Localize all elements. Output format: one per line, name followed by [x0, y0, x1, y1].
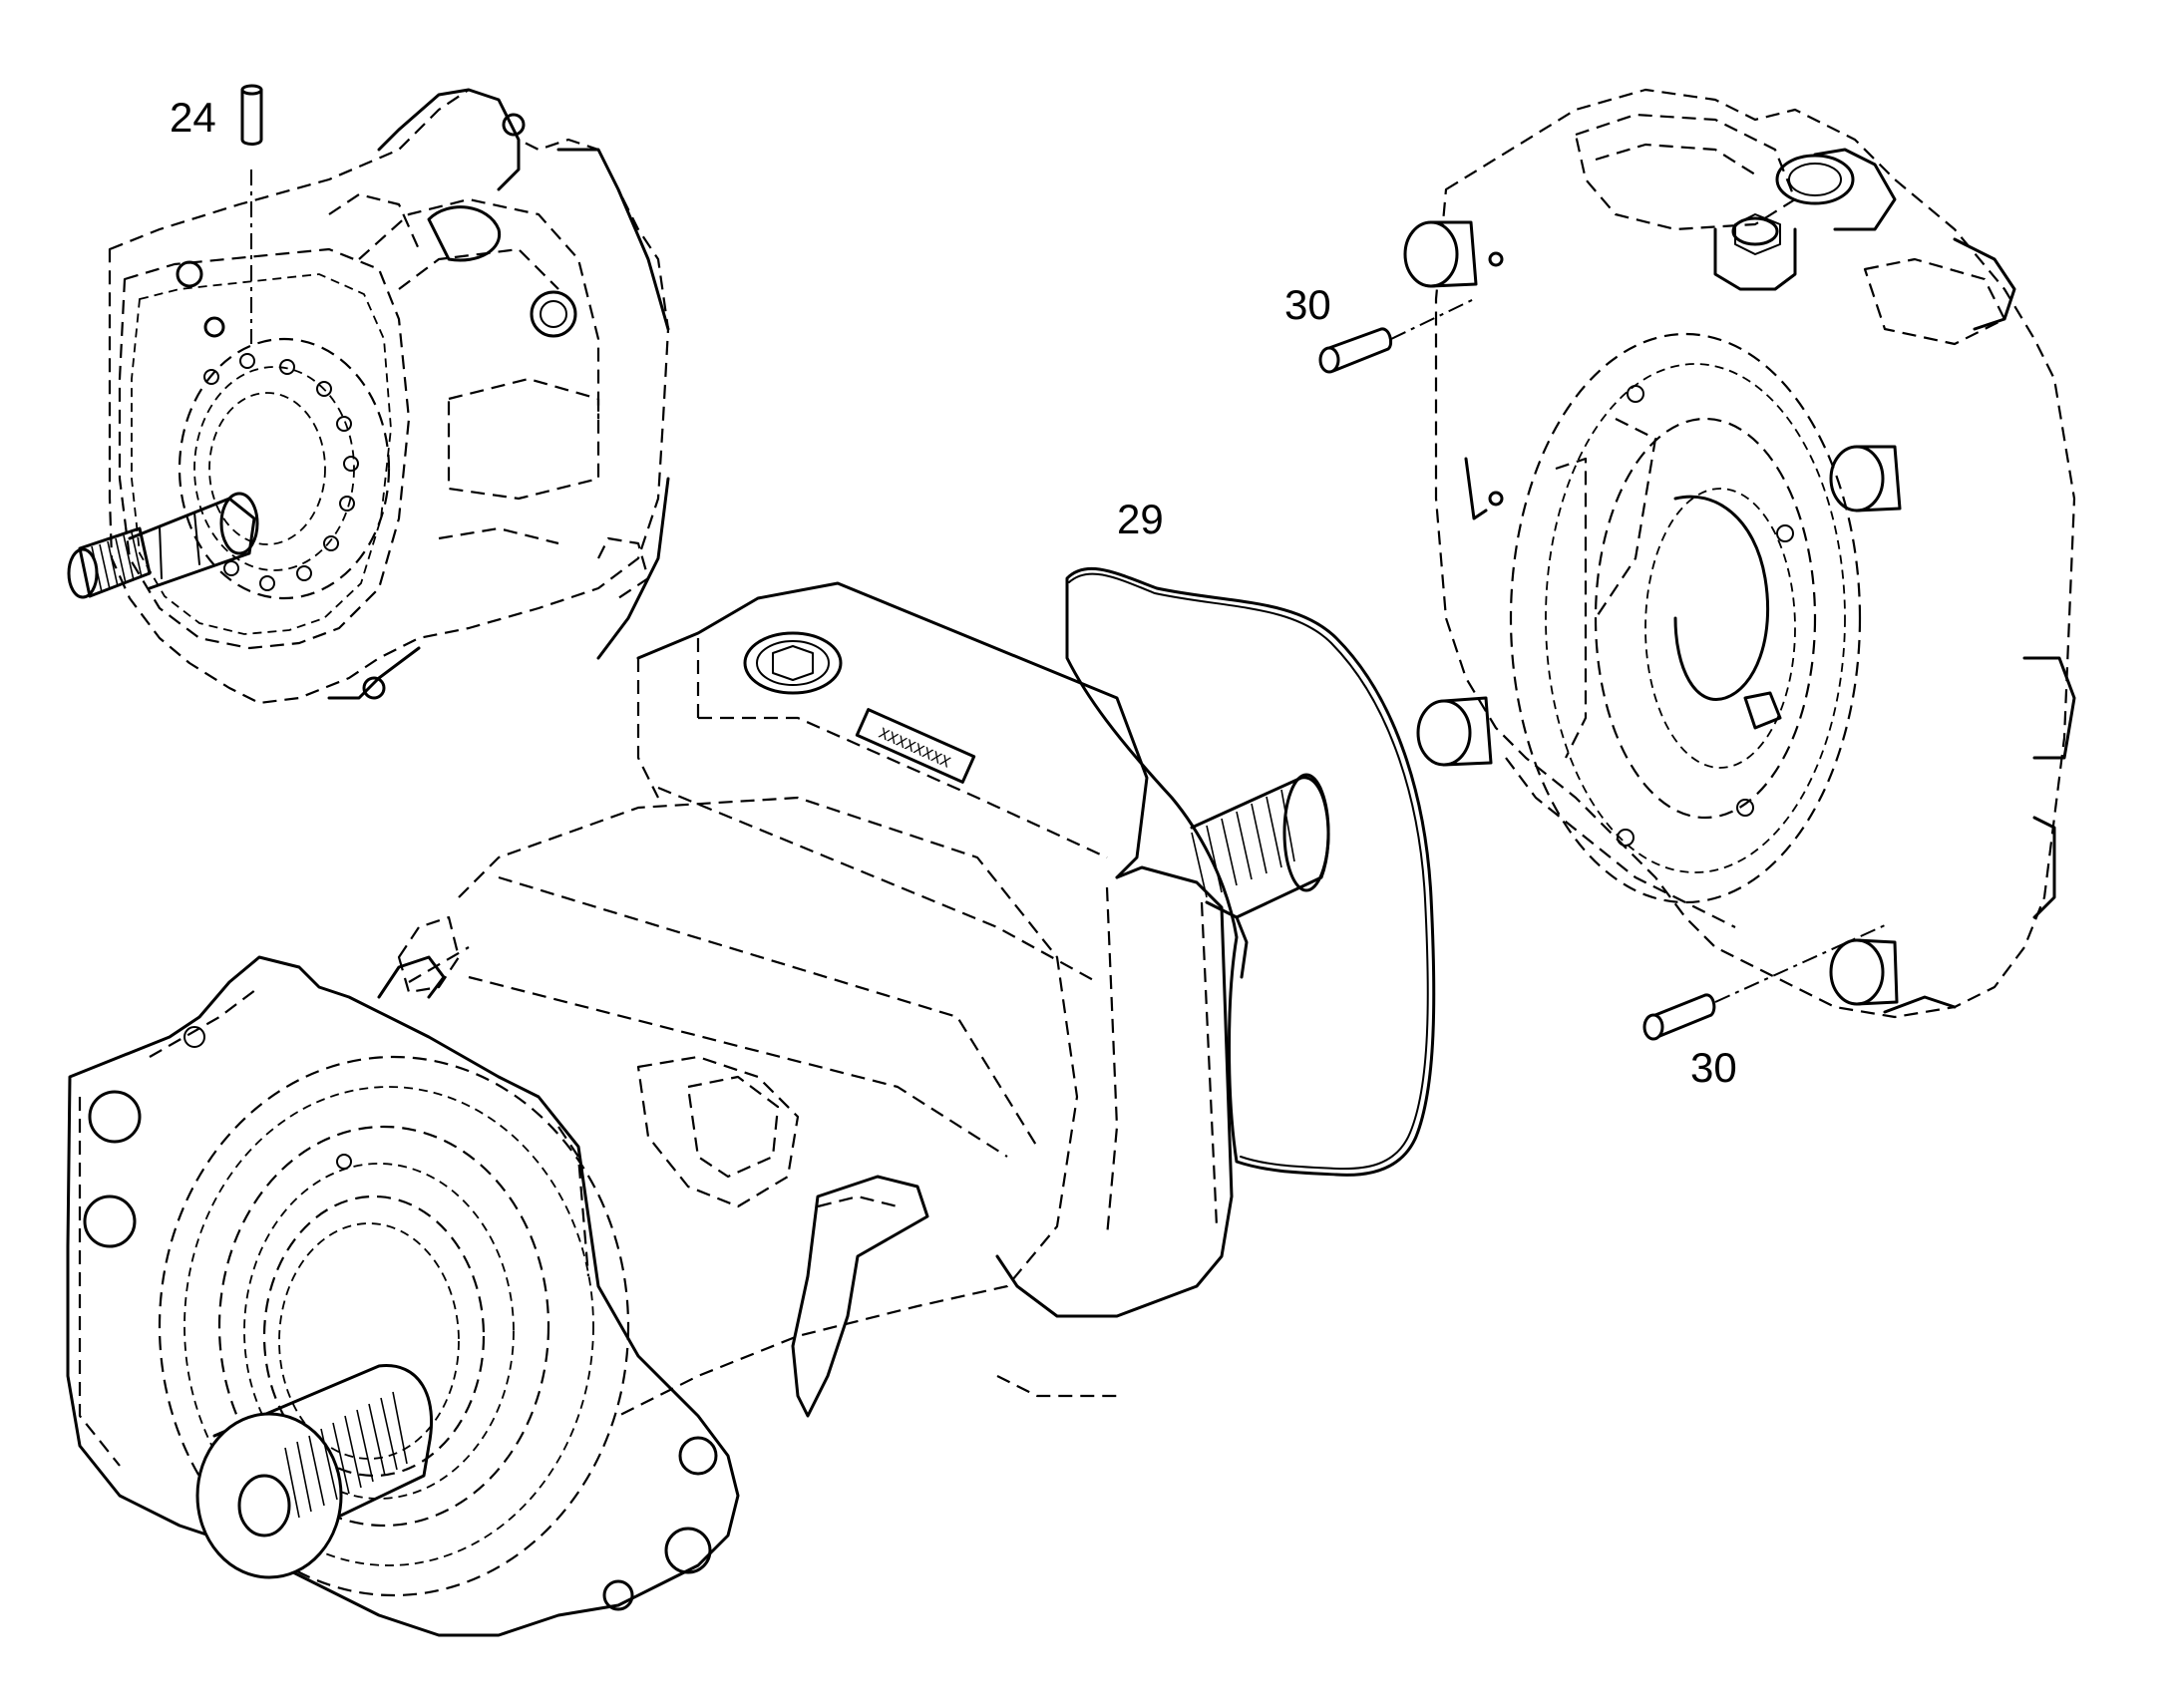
callout-29: 29	[1117, 496, 1164, 542]
port-plate-cover	[1403, 88, 2076, 1019]
callout-24: 24	[170, 94, 216, 141]
nameplate: XXXXXXXX	[855, 708, 976, 784]
o-ring-seal	[1065, 566, 1436, 1177]
dowel-pin-lower	[1642, 924, 1886, 1041]
dowel-pin-upper	[1318, 298, 1475, 374]
main-housing: XXXXXXXX	[66, 581, 1330, 1637]
rotary-group-assembly	[67, 84, 670, 705]
callout-30-lower: 30	[1690, 1044, 1737, 1091]
callout-30-upper: 30	[1284, 281, 1331, 328]
